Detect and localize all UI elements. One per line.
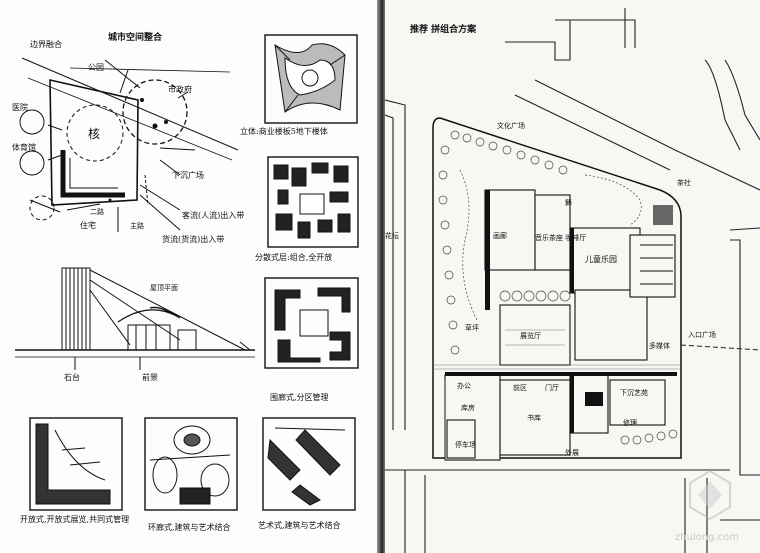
label-hospital: 医院 — [12, 102, 28, 112]
label-residential: 住宅 — [80, 220, 96, 230]
label-roof: 屋顶平面 — [150, 284, 178, 292]
label-exhibit: 展览厅 — [520, 331, 541, 340]
label-entrance: 入口广场 — [688, 330, 716, 339]
label-stadium: 体育馆 — [12, 142, 36, 152]
right-book-page: 推荐 拼组合方案 文化广场 茶社 花坛 舞 画廊 音乐茶座 咖啡厅 儿童乐园 展… — [385, 0, 760, 553]
label-main-road: 主路 — [130, 221, 144, 230]
label-section-right: 前景 — [142, 372, 158, 382]
label-warehouse: 库房 — [461, 403, 475, 412]
label-kids: 儿童乐园 — [585, 254, 617, 264]
concept-diagram — [19, 57, 239, 232]
dark-walls — [445, 190, 677, 433]
label-plaza: 前区 — [513, 383, 527, 392]
watermark-text: zhulong.com — [675, 532, 739, 543]
label-env-integration: 边界融合 — [30, 39, 62, 49]
caption-thumbnail-4: 开放式,开放式展览,共同式管理 — [20, 514, 129, 524]
thumbnail-4 — [29, 417, 123, 511]
label-kiosk: 茶社 — [677, 178, 691, 187]
street-lines — [385, 8, 760, 553]
label-descend: 下沉广场 — [172, 170, 204, 180]
label-people-flow: 客流(人流)出入带 — [182, 210, 244, 220]
label-south: 外展 — [565, 448, 579, 457]
thumbnail-1 — [264, 34, 358, 124]
watermark-logo — [689, 469, 731, 521]
thumbnail-3 — [264, 277, 359, 369]
label-stack: 书库 — [527, 413, 541, 422]
label-core: 核 — [88, 127, 100, 141]
label-goods-flow: 货流(货流)出入带 — [162, 234, 224, 244]
label-cultural-plaza: 文化广场 — [497, 121, 525, 130]
label-office: 办公 — [457, 381, 471, 390]
axis-line — [680, 344, 760, 351]
label-section-left: 石台 — [64, 372, 80, 382]
label-city-square: 市政府 — [168, 84, 192, 94]
book-spine — [377, 0, 385, 553]
label-art: 下沉艺苑 — [620, 388, 648, 397]
thumbnail-6 — [262, 417, 356, 511]
site-boundary — [432, 117, 682, 459]
landscape-trees — [438, 130, 678, 445]
caption-thumbnail-3: 围廊式,分区管理 — [270, 392, 329, 402]
left-sketch-canvas: 城市空间整合 边界融合 公园 市政府 医院 体育馆 核 下沉广场 住宅 客流(人… — [12, 31, 359, 532]
label-park: 公园 — [88, 63, 104, 72]
label-lawn: 草坪 — [465, 323, 479, 332]
thumbnail-5 — [144, 417, 238, 511]
concept-title: 城市空间整合 — [108, 31, 163, 43]
label-tea: 音乐茶座 咖啡厅 — [535, 233, 586, 242]
caption-thumbnail-5: 环廊式,建筑与艺术结合 — [148, 522, 231, 532]
label-repair: 修理 — [623, 418, 637, 427]
label-gallery: 画廊 — [493, 231, 507, 240]
label-south-hall: 多媒体 — [649, 341, 670, 350]
caption-thumbnail-6: 艺术式,建筑与艺术结合 — [258, 520, 341, 530]
label-stage: 舞 — [565, 198, 572, 207]
label-second-road: 二路 — [90, 207, 104, 216]
label-garden: 花坛 — [385, 231, 399, 240]
label-hall: 门厅 — [545, 383, 559, 392]
label-parking: 停车场 — [455, 440, 476, 449]
plan-title: 推荐 拼组合方案 — [410, 23, 477, 35]
caption-thumbnail-2: 分散式层:组合,全开放 — [255, 252, 332, 262]
section-sketch — [15, 267, 255, 370]
site-plan-canvas: 推荐 拼组合方案 文化广场 茶社 花坛 舞 画廊 音乐茶座 咖啡厅 儿童乐园 展… — [385, 8, 760, 553]
left-book-page: 城市空间整合 边界融合 公园 市政府 医院 体育馆 核 下沉广场 住宅 客流(人… — [0, 0, 377, 553]
concept-diagram-dots — [108, 98, 168, 202]
buildings — [444, 189, 676, 461]
paving-grid — [433, 329, 681, 460]
caption-thumbnail-1: 立体:商业楼板5地下楼体 — [240, 126, 328, 136]
thumbnail-2 — [267, 156, 359, 248]
